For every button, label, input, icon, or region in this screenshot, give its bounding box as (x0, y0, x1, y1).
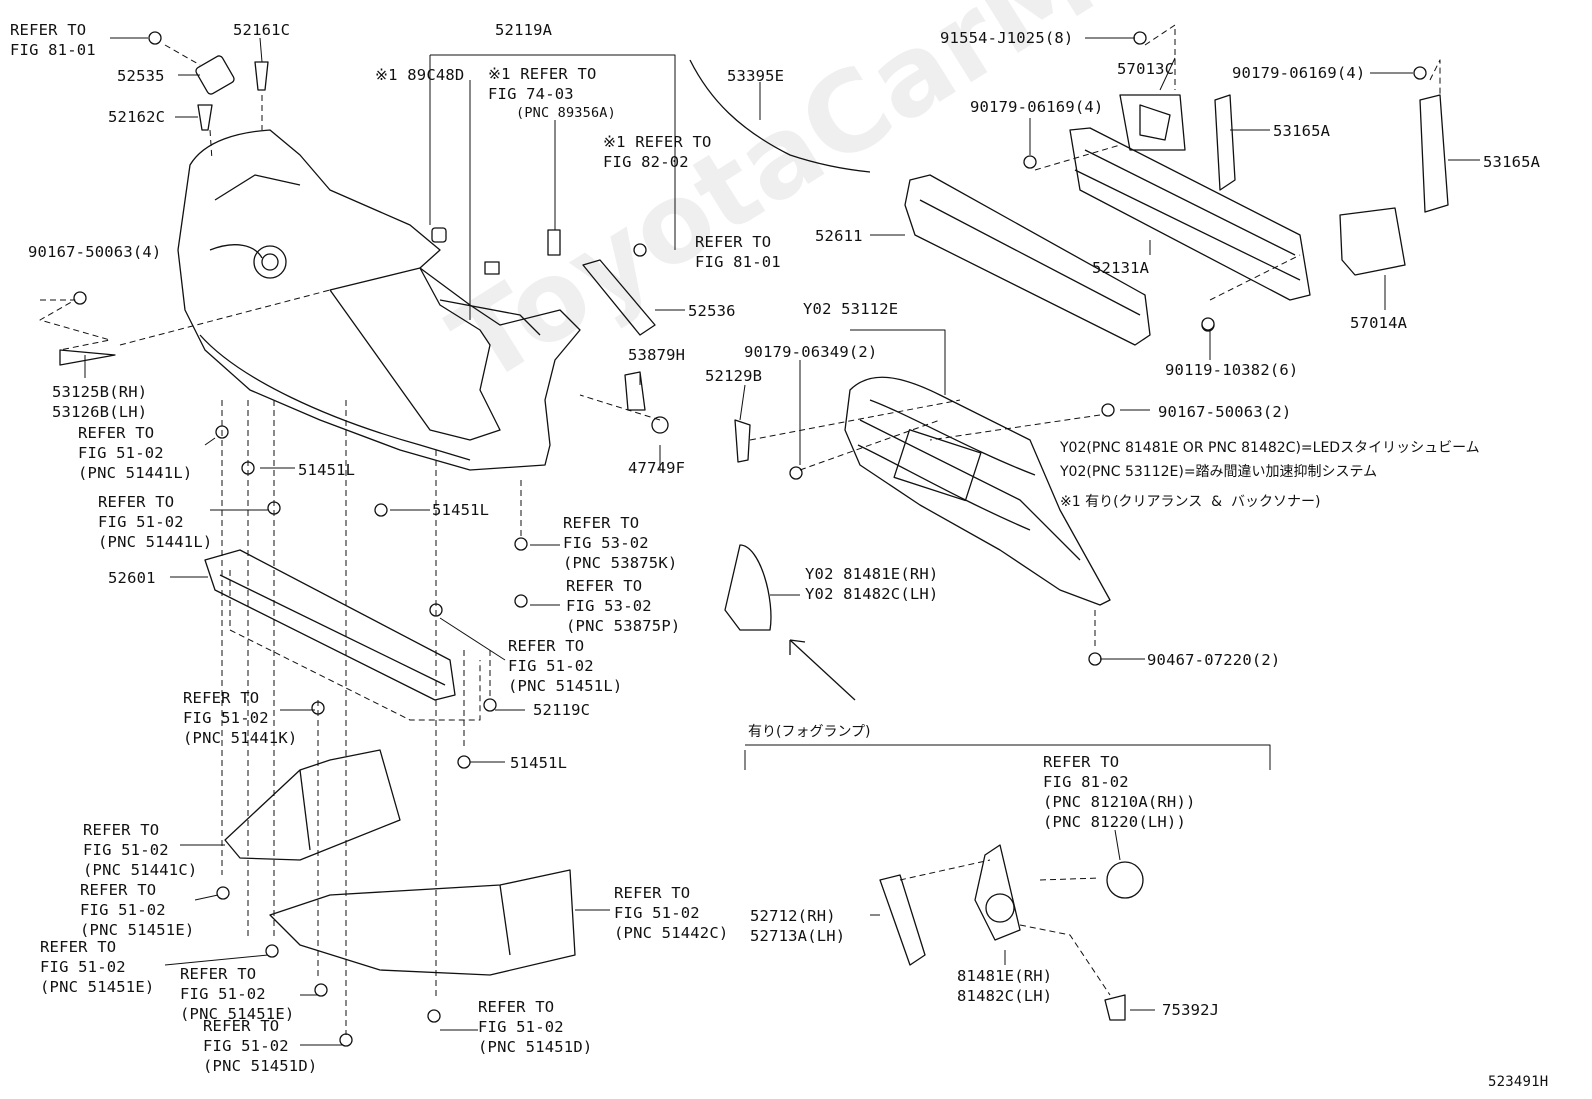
callout-90467-07220: 90467-07220(2) (1147, 651, 1281, 669)
callout-refer-51451e-b: REFER TO FIG 51-02 (PNC 51451E) (40, 938, 155, 996)
callout-47749f: 47749F (628, 459, 686, 477)
callout-refer-fig-82-02: ※1 REFER TO FIG 82-02 (603, 133, 712, 171)
callout-refer-53875k: REFER TO FIG 53-02 (PNC 53875K) (563, 514, 678, 572)
assembly-lines (39, 24, 1441, 1035)
callout-refer-fig-81-01-b: REFER TO FIG 81-01 (695, 233, 781, 271)
callout-57014a: 57014A (1350, 314, 1408, 332)
reinforcement-drawing (904, 94, 1449, 346)
callout-91554-j1025: 91554-J1025(8) (940, 29, 1074, 47)
callout-refer-53875p: REFER TO FIG 53-02 (PNC 53875P) (566, 577, 681, 635)
callout-75392j: 75392J (1162, 1001, 1220, 1019)
callout-refer-51441c: REFER TO FIG 51-02 (PNC 51441C) (83, 821, 198, 879)
small-parts-drawing (59, 55, 1144, 1021)
callout-52536: 52536 (688, 302, 736, 320)
callout-53879h: 53879H (628, 346, 686, 364)
callout-y02-81481e: Y02 81481E(RH) Y02 81482C(LH) (805, 565, 939, 603)
grille-drawing (724, 376, 1111, 701)
callout-refer-51441l-a: REFER TO FIG 51-02 (PNC 51441L) (78, 424, 193, 482)
callout-refer-fig-81-01: REFER TO FIG 81-01 (10, 21, 96, 59)
callout-52161c: 52161C (233, 21, 291, 39)
callout-refer-51441k: REFER TO FIG 51-02 (PNC 51441K) (183, 689, 298, 747)
callout-51451l-b: 51451L (432, 501, 490, 519)
note-sonar: ※1 有り(クリアランス & バックソナー) (1060, 494, 1321, 510)
callout-52129b: 52129B (705, 367, 763, 385)
note-pedal-misapplication: Y02(PNC 53112E)=踏み間違い加速抑制システム (1060, 464, 1378, 480)
callout-refer-51451d-a: REFER TO FIG 51-02 (PNC 51451D) (203, 1017, 318, 1075)
bumper-cover-drawing (177, 129, 581, 471)
callout-refer-fig-81-02: REFER TO FIG 81-02 (PNC 81210A(RH)) (PNC… (1043, 753, 1196, 831)
callout-53125b: 53125B(RH) 53126B(LH) (52, 383, 148, 421)
callout-52601: 52601 (108, 569, 156, 587)
callout-52535: 52535 (117, 67, 165, 85)
callout-refer-51442c: REFER TO FIG 51-02 (PNC 51442C) (614, 884, 729, 942)
callout-refer-51441l-b: REFER TO FIG 51-02 (PNC 51441L) (98, 493, 213, 551)
callout-90167-50063-2: 90167-50063(2) (1158, 403, 1292, 421)
callout-refer-fig-74-03: ※1 REFER TO FIG 74-03 (488, 65, 597, 103)
callout-refer-51451e-a: REFER TO FIG 51-02 (PNC 51451E) (80, 881, 195, 939)
callout-pnc-89356a: (PNC 89356A) (516, 105, 616, 121)
callout-51451l-c: 51451L (510, 754, 568, 772)
fasteners-drawing (73, 31, 1427, 1047)
callout-53165a-b: 53165A (1483, 153, 1541, 171)
callout-57013c: 57013C (1117, 60, 1175, 78)
callout-89c48d: ※1 89C48D (375, 66, 465, 84)
leader-lines (84, 37, 1480, 1046)
undercover-drawing (204, 549, 576, 976)
callout-52119a: 52119A (495, 21, 553, 39)
callout-53165a-a: 53165A (1273, 122, 1331, 140)
callout-52119c: 52119C (533, 701, 591, 719)
callout-90179-06169-b: 90179-06169(4) (970, 98, 1104, 116)
callout-51451l-a: 51451L (298, 461, 356, 479)
note-led-beam: Y02(PNC 81481E OR PNC 81482C)=LEDスタイリッシュ… (1060, 440, 1480, 456)
callout-90119-10382: 90119-10382(6) (1165, 361, 1299, 379)
callout-52131a: 52131A (1092, 259, 1150, 277)
callout-refer-51451l: REFER TO FIG 51-02 (PNC 51451L) (508, 637, 623, 695)
callout-y02-53112e: Y02 53112E (803, 300, 899, 318)
callout-90179-06169-a: 90179-06169(4) (1232, 64, 1366, 82)
fog-lamp-group-label: 有り(フォグランプ) (748, 724, 871, 740)
callout-52611: 52611 (815, 227, 863, 245)
callout-53395e: 53395E (727, 67, 785, 85)
callout-81481e: 81481E(RH) 81482C(LH) (957, 967, 1053, 1005)
callout-refer-51451d-b: REFER TO FIG 51-02 (PNC 51451D) (478, 998, 593, 1056)
callout-refer-51451e-c: REFER TO FIG 51-02 (PNC 51451E) (180, 965, 295, 1023)
callout-52162c: 52162C (108, 108, 166, 126)
diagram-id: 523491H (1488, 1074, 1549, 1090)
callout-52712: 52712(RH) 52713A(LH) (750, 907, 846, 945)
callout-90167-50063-4: 90167-50063(4) (28, 243, 162, 261)
callout-90179-06349: 90179-06349(2) (744, 343, 878, 361)
